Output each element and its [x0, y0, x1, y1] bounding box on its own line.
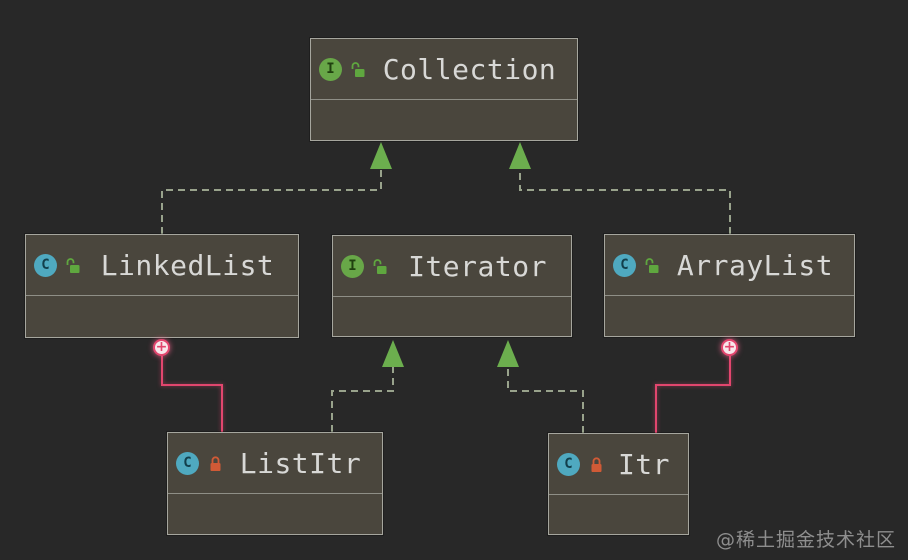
realization-arrowhead: [497, 340, 519, 367]
class-node-arraylist[interactable]: C ArrayList: [604, 234, 855, 337]
realization-arrowhead: [382, 340, 404, 367]
plus-icon: +: [155, 339, 168, 355]
class-icon-letter: C: [183, 455, 192, 471]
interface-icon-letter: I: [326, 61, 335, 77]
class-icon: C: [176, 451, 199, 475]
class-icon-letter: C: [620, 257, 629, 273]
node-label: Collection: [382, 52, 557, 86]
class-icon-letter: C: [564, 456, 573, 472]
node-members-empty: [168, 493, 382, 534]
class-node-listitr[interactable]: C ListItr: [167, 432, 383, 535]
interface-icon: I: [341, 254, 364, 278]
node-header: I Collection: [311, 39, 577, 99]
interface-icon-letter: I: [348, 258, 357, 274]
edge-itr-iterator: [507, 367, 584, 433]
locked-icon: [588, 456, 604, 473]
edge-linkedlist-collection: [161, 169, 382, 234]
node-header: C ArrayList: [605, 235, 854, 295]
unlocked-icon: [350, 61, 366, 78]
edge-arraylist-collection: [519, 169, 731, 234]
node-header: C Itr: [549, 434, 688, 494]
inner-class-expand-icon[interactable]: +: [153, 339, 170, 356]
unlocked-icon: [372, 258, 388, 275]
node-header: I Iterator: [333, 236, 571, 296]
realization-arrowhead: [370, 142, 392, 169]
class-node-linkedlist[interactable]: C LinkedList: [25, 234, 299, 338]
node-members-empty: [26, 295, 298, 337]
node-label: Iterator: [408, 249, 547, 283]
class-node-itr[interactable]: C Itr: [548, 433, 689, 535]
node-members-empty: [333, 296, 571, 336]
locked-icon: [207, 455, 223, 472]
class-icon-letter: C: [41, 257, 50, 273]
unlocked-icon: [65, 257, 81, 274]
class-icon: C: [34, 253, 57, 277]
edge-listitr-iterator: [331, 367, 394, 432]
node-members-empty: [605, 295, 854, 336]
node-label: LinkedList: [100, 248, 275, 282]
node-header: C ListItr: [168, 433, 382, 493]
edge-linkedlist-listitr: [161, 356, 223, 432]
node-label: ArrayList: [676, 248, 834, 282]
class-node-iterator[interactable]: I Iterator: [332, 235, 572, 337]
node-members-empty: [311, 99, 577, 140]
node-header: C LinkedList: [26, 235, 298, 295]
edge-arraylist-itr: [655, 356, 731, 433]
node-members-empty: [549, 494, 688, 534]
watermark: @稀土掘金技术社区: [715, 529, 896, 551]
inner-class-expand-icon[interactable]: +: [721, 339, 738, 356]
realization-arrowhead: [509, 142, 531, 169]
plus-icon: +: [723, 339, 736, 355]
node-label: ListItr: [239, 446, 362, 480]
unlocked-icon: [644, 257, 660, 274]
class-icon: C: [613, 253, 636, 277]
node-label: Itr: [617, 447, 671, 481]
class-icon: C: [557, 452, 580, 476]
interface-icon: I: [319, 57, 342, 81]
class-node-collection[interactable]: I Collection: [310, 38, 578, 141]
